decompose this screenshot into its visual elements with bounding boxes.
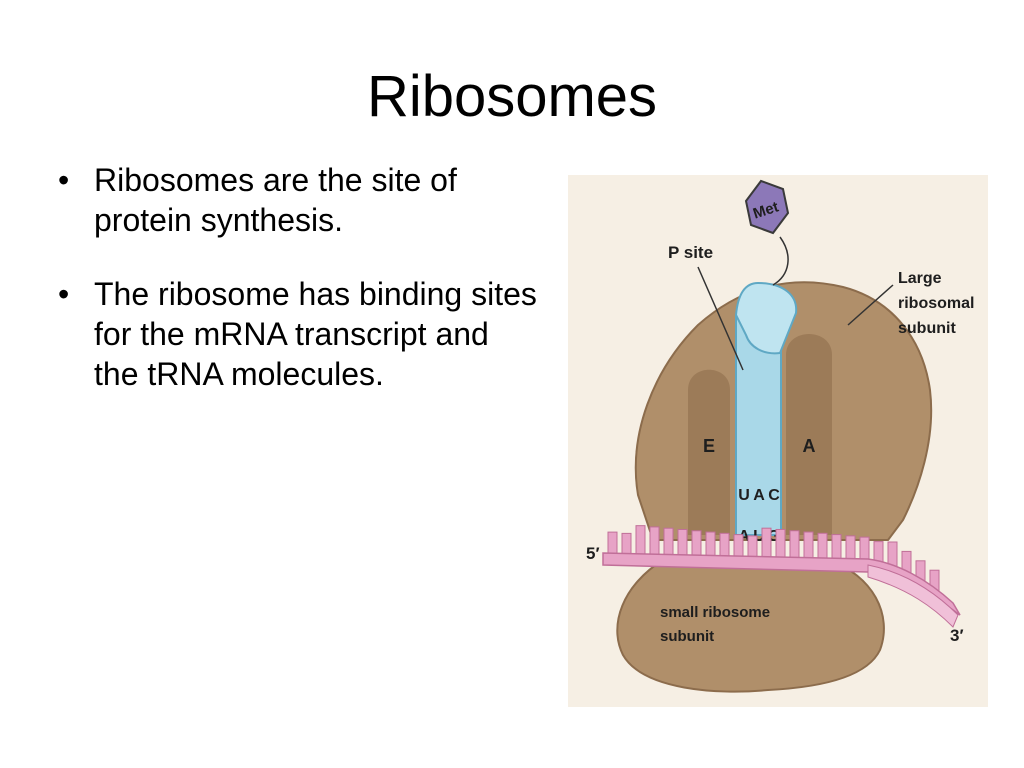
e-site-label: E bbox=[703, 436, 715, 456]
small-subunit-shape bbox=[616, 559, 885, 693]
mrna-base bbox=[859, 536, 870, 561]
mrna-base bbox=[635, 525, 646, 557]
anticodon-base: A bbox=[753, 487, 765, 504]
ribosome-figure: Met P site Large ribosomal subunit E A U… bbox=[568, 175, 988, 707]
small-subunit-label-line: subunit bbox=[660, 628, 714, 645]
small-subunit-label: small ribosome subunit bbox=[660, 604, 774, 645]
mrna-base bbox=[747, 535, 758, 559]
mrna-base bbox=[831, 534, 842, 561]
bullet-text: Ribosomes are the site of protein synthe… bbox=[94, 162, 457, 238]
mrna-base bbox=[733, 534, 744, 559]
bullet-item: • Ribosomes are the site of protein synt… bbox=[58, 160, 538, 240]
three-prime-label: 3′ bbox=[950, 626, 964, 645]
large-subunit-label-line: Large bbox=[898, 270, 942, 287]
trna-top bbox=[734, 281, 798, 355]
mrna-base bbox=[607, 531, 618, 556]
codon-base: U bbox=[753, 528, 765, 545]
a-site-label: A bbox=[803, 436, 816, 456]
large-subunit-label-line: ribosomal bbox=[898, 295, 974, 312]
mrna-base bbox=[789, 530, 800, 560]
mrna-base bbox=[803, 531, 814, 560]
mrna-base bbox=[691, 530, 702, 558]
bullet-item: • The ribosome has binding sites for the… bbox=[58, 274, 538, 394]
mrna-base bbox=[649, 526, 660, 557]
mrna-base bbox=[705, 531, 716, 558]
p-site-label: P site bbox=[668, 243, 713, 262]
bullet-dot: • bbox=[58, 162, 70, 198]
mrna-base bbox=[719, 532, 730, 558]
five-prime-label: 5′ bbox=[586, 544, 600, 563]
large-subunit-label-line: subunit bbox=[898, 320, 956, 337]
a-site-pocket bbox=[786, 334, 832, 535]
anticodon-base: C bbox=[768, 487, 780, 504]
met-hexagon bbox=[744, 179, 790, 235]
anticodon-base: U bbox=[738, 487, 750, 504]
mrna-base bbox=[663, 527, 674, 557]
slide-title: Ribosomes bbox=[366, 64, 658, 129]
met-tether bbox=[772, 236, 789, 286]
mrna-base bbox=[817, 532, 828, 560]
large-subunit-pointer bbox=[847, 284, 894, 326]
p-site-pointer bbox=[697, 266, 744, 371]
mrna-base bbox=[761, 527, 772, 559]
large-subunit-label: Large ribosomal subunit bbox=[898, 270, 979, 337]
mrna-base bbox=[775, 528, 786, 559]
e-site-pocket bbox=[688, 369, 730, 535]
mrna-tail bbox=[867, 564, 959, 628]
mrna-base bbox=[621, 532, 632, 556]
bullet-list: • Ribosomes are the site of protein synt… bbox=[58, 160, 538, 428]
mrna-base bbox=[845, 535, 856, 561]
bullet-text: The ribosome has binding sites for the m… bbox=[94, 276, 537, 392]
bullet-dot: • bbox=[58, 276, 70, 312]
mrna-base bbox=[677, 529, 688, 557]
small-subunit-label-line: small ribosome bbox=[660, 604, 770, 621]
ribosome-diagram: Met P site Large ribosomal subunit E A U… bbox=[568, 175, 988, 707]
